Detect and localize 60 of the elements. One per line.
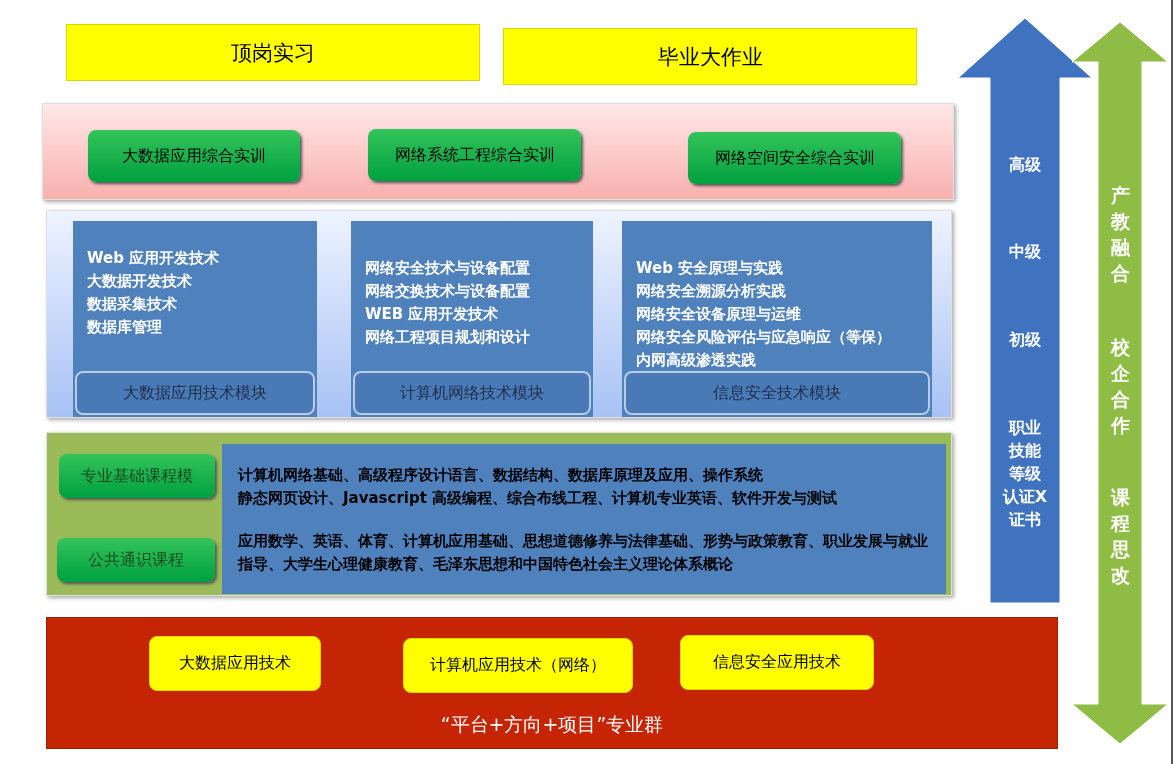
course-item: 内网高级渗透实践 [636,350,757,371]
course-item: 网络安全设备原理与运维 [636,304,802,325]
box-label: 网络系统工程综合实训 [394,144,555,166]
module-title: 大数据应用技术模块 [123,382,267,404]
layer-band [42,103,954,200]
training-box [368,129,581,181]
specialty-box [680,635,874,690]
course-category-box [59,454,215,498]
stage-label: 顶岗实习 [231,39,315,67]
course-item: 网络安全风险评估与应急响应（等保） [636,327,892,348]
course-list: 静态网页设计、Javascript 高级编程、综合布线工程、计算机专业英语、软件开发与测试 [238,487,936,510]
stage-box [503,28,917,85]
training-box [88,130,300,182]
double-arrow-banner [1072,22,1168,744]
course-item: Web 应用开发技术 [87,248,221,269]
course-list: 计算机网络基础、高级程序设计语言、数据结构、数据库原理及应用、操作系统 [238,464,936,487]
module-panel [351,221,593,417]
specialty-box [403,638,633,693]
course-item: 大数据开发技术 [87,271,193,292]
layer-band [46,210,952,418]
arrow-label: 校企合作 [1109,335,1131,438]
arrow-label: 中级 [1008,241,1042,263]
course-list: 应用数学、英语、体育、计算机应用基础、思想道德修养与法律基础、形势与政策教育、职业发展与就业指导、大学生心理健康教育、毛泽东思想和中国特色社会主义理论体系概论 [238,530,936,576]
arrow-label: 课程思改 [1109,485,1131,588]
course-item: 网络安全技术与设备配置 [365,258,531,279]
course-item: 数据库管理 [87,317,163,338]
arrow-banner [958,18,1092,603]
arrow-label: 初级 [1008,329,1042,351]
arrow-label: 高级 [1008,154,1042,176]
course-item: 网络交换技术与设备配置 [365,281,531,302]
box-label: 大数据应用综合实训 [122,145,266,167]
module-panel [622,221,932,417]
box-label: 专业基础课程模 [81,465,193,487]
course-category-box [57,538,215,582]
box-label: 网络空间安全综合实训 [714,147,875,169]
layer-band [46,432,952,596]
course-item: WEB 应用开发技术 [365,304,500,325]
course-list-panel [222,444,946,594]
arrow-label: 职业技能等级认证X证书 [1001,417,1049,531]
stage-box [66,24,480,81]
band-title: “平台+方向+项目”专业群 [439,712,665,737]
platform-band [46,617,1058,749]
module-title: 计算机网络技术模块 [400,382,544,404]
stage-label: 毕业大作业 [657,43,763,71]
course-item: Web 安全原理与实践 [636,258,785,279]
module-title-bar [353,371,591,415]
box-label: 公共通识课程 [88,549,184,571]
course-item: 数据采集技术 [87,294,178,315]
training-box [688,132,901,184]
module-title-bar [75,371,315,415]
course-item: 网络工程项目规划和设计 [365,327,531,348]
module-panel [73,221,317,417]
course-item: 网络安全溯源分析实践 [636,281,787,302]
specialty-box [149,636,321,691]
arrow-label: 产教融合 [1109,183,1131,286]
module-title: 信息安全技术模块 [713,382,841,404]
stage-label: 信息安全应用技术 [713,652,841,673]
stage-label: 计算机应用技术（网络） [430,655,606,676]
stage-label: 大数据应用技术 [179,653,291,674]
module-title-bar [624,371,930,415]
